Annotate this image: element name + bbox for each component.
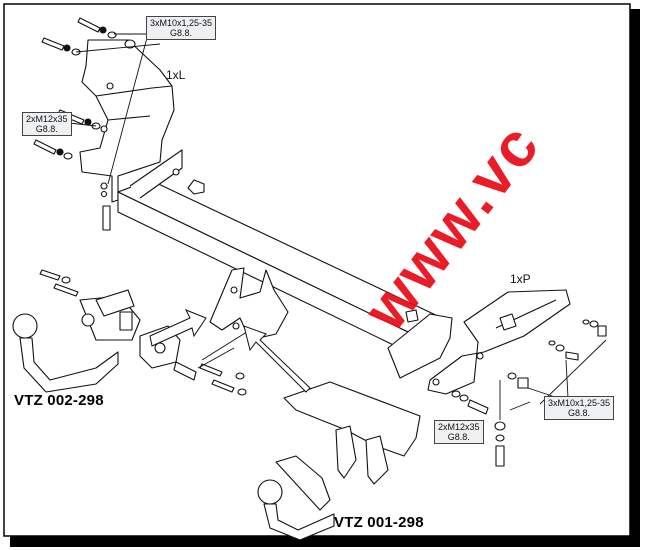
fixed-towball-assembly (257, 381, 421, 541)
left-bracket-label: 1xL (166, 68, 186, 82)
left-bracket (79, 39, 175, 231)
callout-bottom-mid-bolts: 2xM12x35 G8.8. (434, 420, 484, 444)
callout-line-2: G8.8. (568, 408, 591, 418)
model-label-fixed: VTZ 001-298 (334, 514, 424, 531)
center-hanger (209, 267, 289, 341)
callout-line-2: G8.8. (35, 124, 58, 134)
cross-beam (117, 149, 443, 353)
detachable-ball-assembly (12, 269, 247, 396)
callout-line-2: G8.8. (447, 432, 470, 442)
right-bracket-label: 1xP (510, 272, 531, 286)
callout-bottom-right-bolts: 3xM10x1,25-35 G8.8. (544, 396, 615, 420)
callout-line-1: 2xM12x35 (438, 422, 480, 432)
callout-line-2: G8.8. (170, 28, 193, 38)
callout-line-1: 3xM10x1,25-35 (150, 18, 213, 28)
assembly-arrows (149, 309, 311, 393)
callout-top-left-bolts: 3xM10x1,25-35 G8.8. (146, 16, 217, 40)
right-bolts (494, 319, 607, 467)
callout-line-1: 3xM10x1,25-35 (548, 398, 611, 408)
callout-line-1: 2xM12x35 (26, 114, 68, 124)
bottom-mid-bolts (451, 390, 489, 415)
callout-left-bolts: 2xM12x35 G8.8. (22, 112, 72, 136)
leader-lines (59, 33, 607, 420)
right-bracket (387, 289, 571, 395)
model-label-detachable: VTZ 002-298 (14, 392, 104, 409)
